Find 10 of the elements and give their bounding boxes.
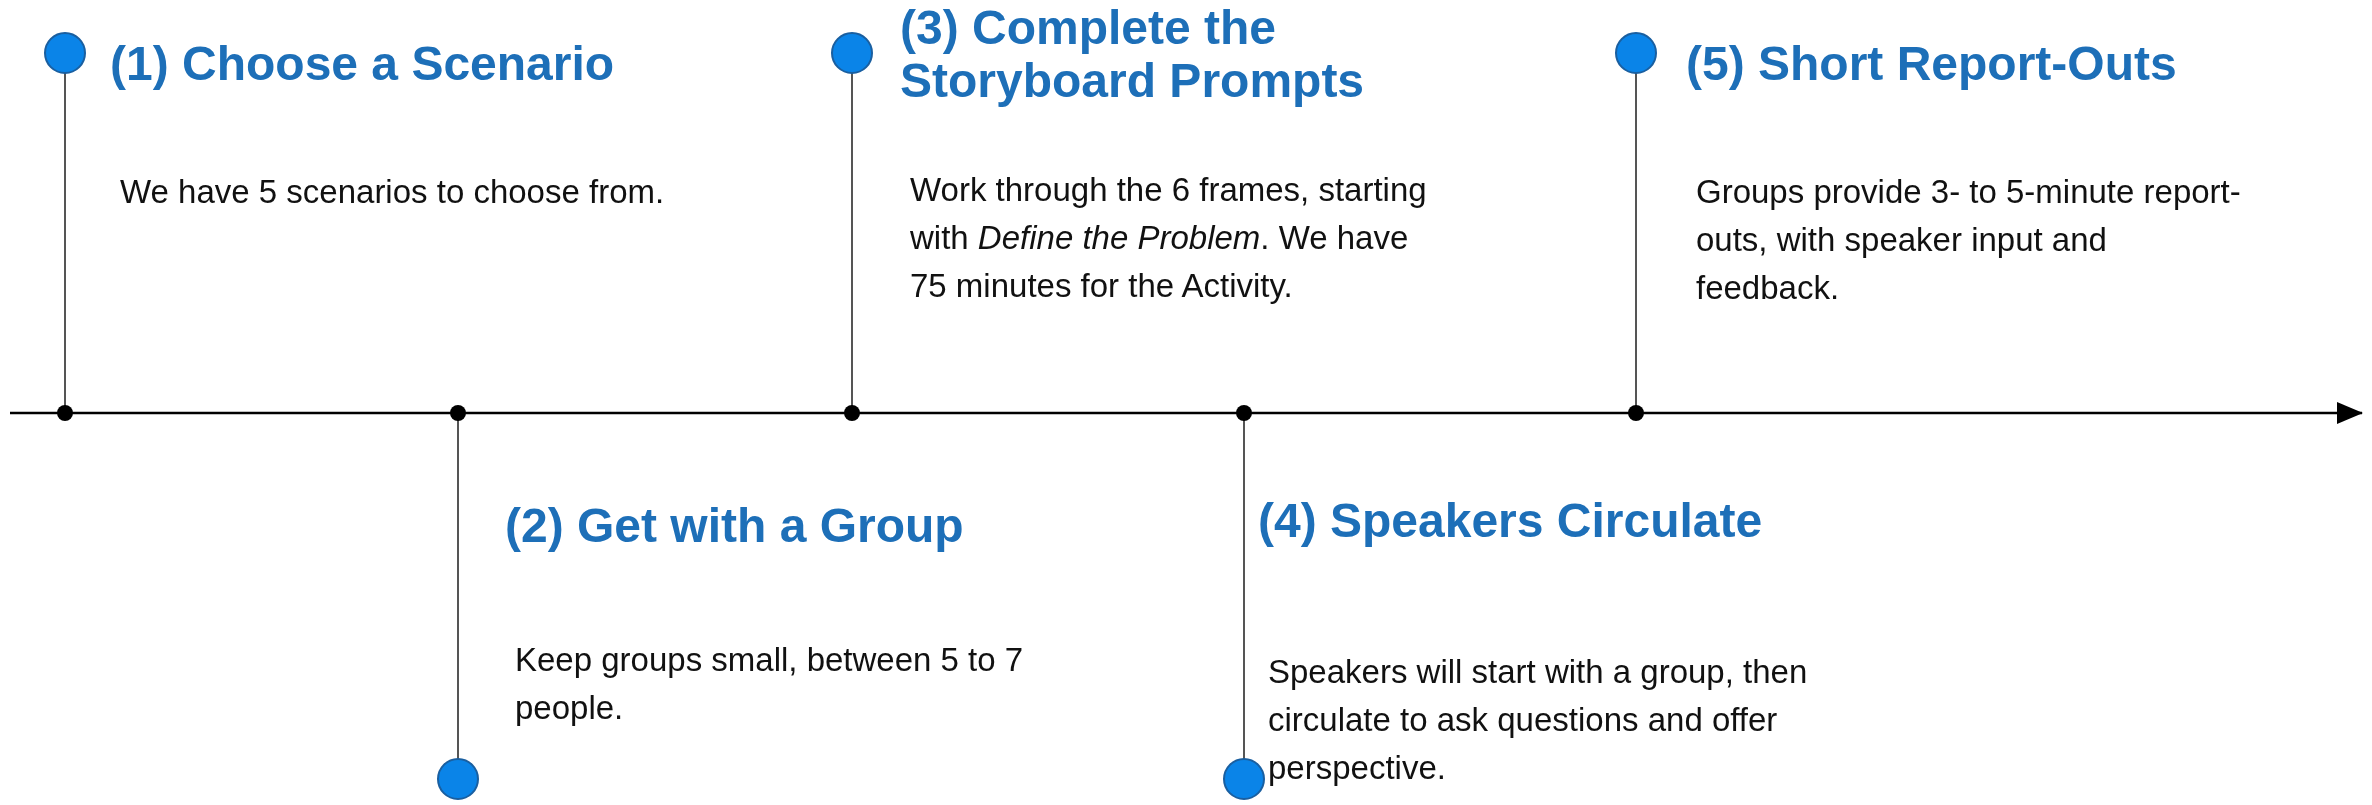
event-heading: (1) Choose a Scenario: [110, 38, 616, 91]
event-description: We have 5 scenarios to choose from.: [120, 172, 666, 212]
event-heading: (5) Short Report-Outs: [1686, 38, 2178, 91]
event-description: Work through the 6 frames, starting with Define the Problem. We have 75 minutes for the Activity.: [910, 170, 1428, 306]
event-description: Speakers will start with a group, then circulate to ask questions and offer perspective.: [1268, 652, 1809, 788]
event-description: Groups provide 3- to 5-minute report-outs, with speaker input and feedback.: [1696, 172, 2242, 308]
event-heading: (4) Speakers Circulate: [1258, 495, 1764, 548]
event-description: Keep groups small, between 5 to 7 people.: [515, 640, 1025, 728]
event-heading: (3) Complete the Storyboard Prompts: [900, 2, 1366, 108]
event-heading: (2) Get with a Group: [505, 500, 965, 553]
